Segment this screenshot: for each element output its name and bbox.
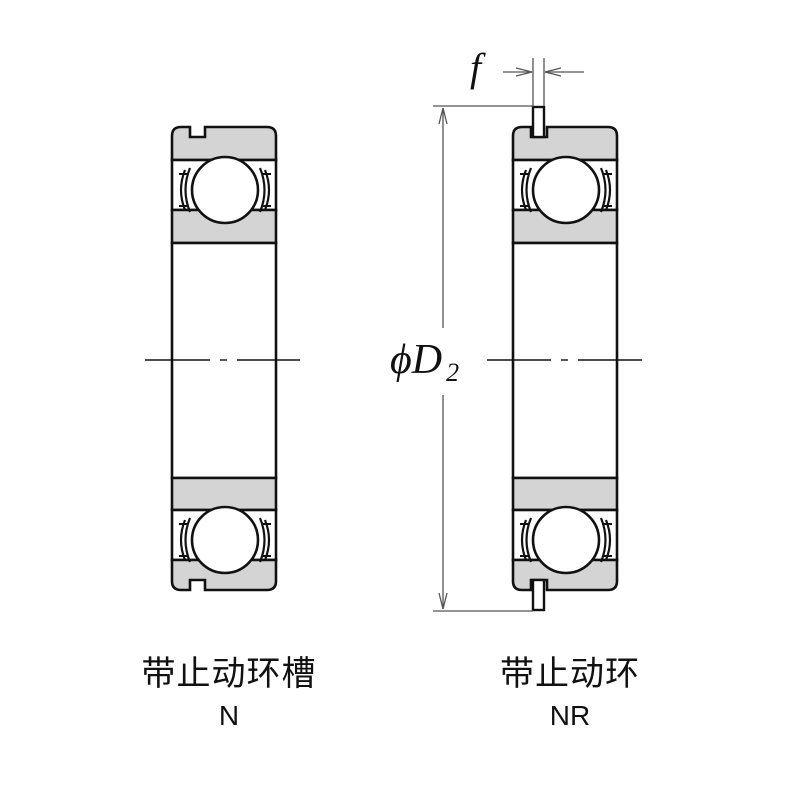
bearing-n (145, 125, 300, 592)
d-subscript: 2 (446, 358, 460, 387)
inner-ring-bottom (511, 476, 619, 512)
snap-ring-bottom (531, 578, 546, 612)
bearing-nr (487, 105, 642, 612)
inner-ring-bottom (170, 476, 278, 512)
caption-left-code: N (218, 700, 240, 731)
caption-left-cn: 带止动环槽 (141, 654, 317, 694)
outer-ring-top (511, 125, 619, 162)
dimension-f (503, 58, 584, 106)
caption-right-code: NR (549, 700, 591, 731)
d-letter: D (411, 337, 443, 383)
phi-symbol: ϕ (390, 337, 412, 383)
outer-ring-top (170, 125, 278, 162)
dimension-d2 (433, 105, 533, 612)
caption-right-cn: 带止动环 (500, 654, 640, 694)
snap-ring-top (531, 105, 546, 139)
outer-ring-bottom (170, 558, 278, 592)
f-text: f (470, 45, 482, 90)
outer-ring-bottom (511, 558, 619, 592)
dimension-f-label: f (470, 44, 481, 91)
